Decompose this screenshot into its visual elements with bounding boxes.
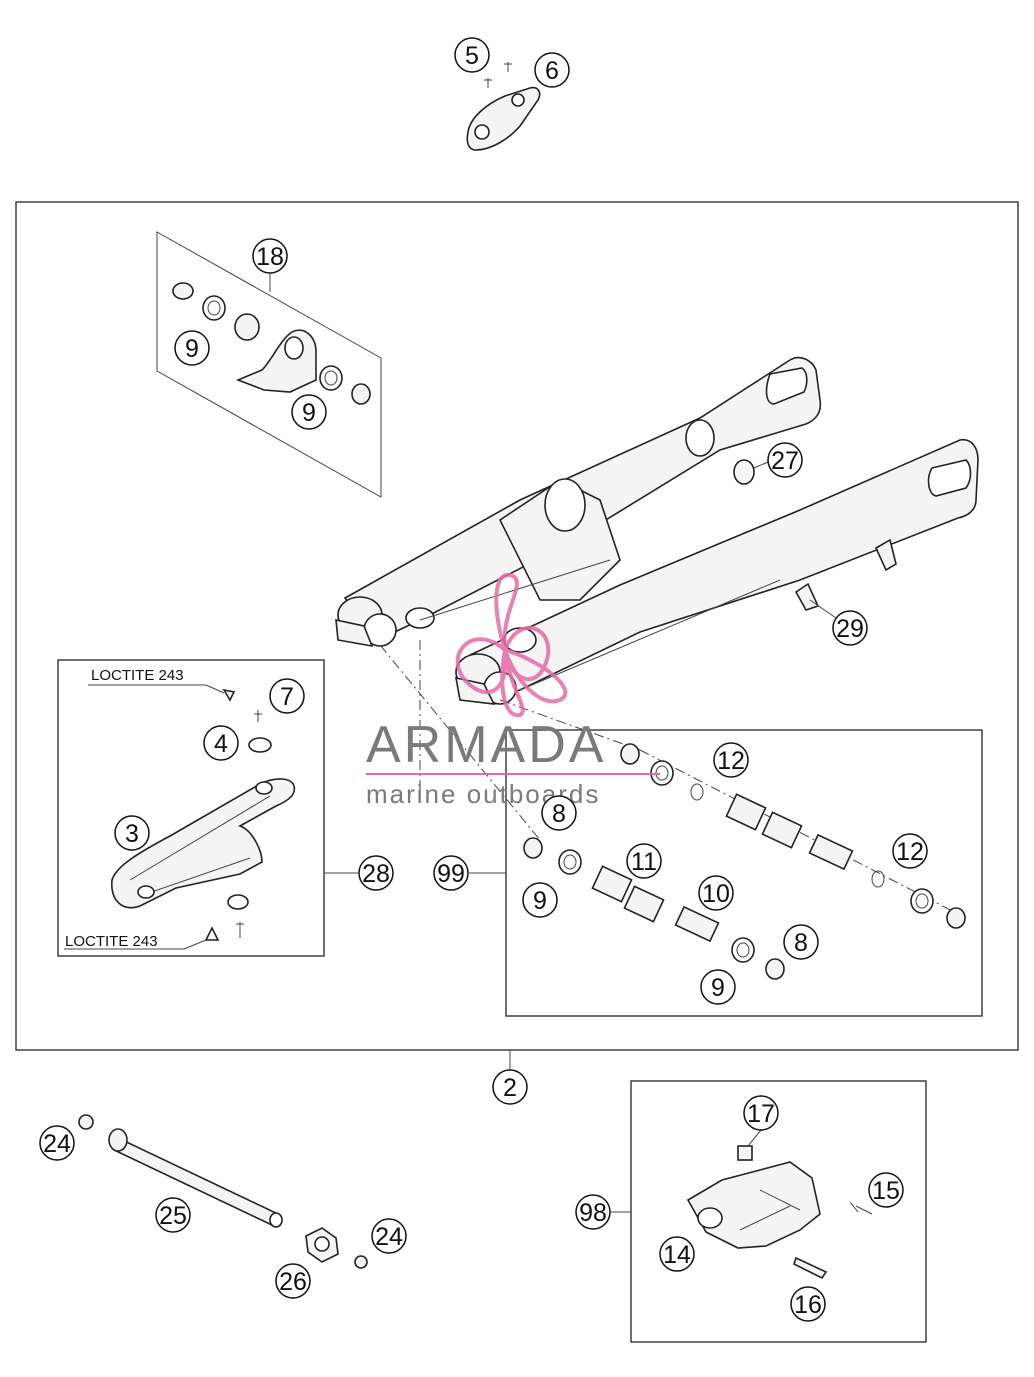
callout-15: 15: [868, 1172, 904, 1208]
callout-label: 24: [375, 1223, 403, 1251]
callout-label: 98: [579, 1199, 607, 1227]
swingarm-assembly-frame: [15, 201, 1019, 1051]
callout-8: 8: [541, 795, 577, 831]
callout-label: 9: [185, 335, 199, 363]
callout-label: 15: [872, 1177, 900, 1205]
callout-17: 17: [743, 1095, 779, 1131]
bearing-kit-parts: [172, 282, 371, 405]
callout-label: 16: [794, 1291, 822, 1319]
callout-label: 14: [663, 1241, 691, 1269]
bearing-kit-box: [156, 231, 382, 498]
callout-8: 8: [783, 924, 819, 960]
callout-label: 99: [437, 860, 465, 888]
callout-11: 11: [626, 843, 662, 879]
armada-logo-icon: [455, 572, 568, 718]
callout-label: 17: [747, 1100, 775, 1128]
callout-label: 10: [702, 880, 730, 908]
bearing-set-parts: [523, 743, 966, 980]
callout-label: 6: [545, 57, 559, 85]
callout-label: 27: [771, 447, 799, 475]
callout-label: 25: [159, 1202, 187, 1230]
callout-29: 29: [832, 610, 868, 646]
callout-label: 8: [794, 929, 808, 957]
callout-26: 26: [275, 1263, 311, 1299]
callout-24: 24: [39, 1125, 75, 1161]
callout-18: 18: [252, 238, 288, 274]
swingarm-body: [335, 356, 979, 705]
armada-watermark: ARMADA marine outboards: [366, 572, 660, 809]
watermark-brand: ARMADA: [366, 716, 606, 774]
callout-9: 9: [291, 394, 327, 430]
callout-label: 4: [214, 730, 228, 758]
callout-label: 29: [836, 615, 864, 643]
callout-6: 6: [534, 52, 570, 88]
callout-label: 28: [362, 860, 390, 888]
callout-14: 14: [659, 1236, 695, 1272]
callout-16: 16: [790, 1286, 826, 1322]
callout-label: 9: [711, 974, 725, 1002]
callout-label: 2: [503, 1074, 517, 1102]
callout-99: 99: [433, 855, 469, 891]
chain-slider-box: [57, 659, 325, 957]
callout-7: 7: [269, 678, 305, 714]
callout-9: 9: [700, 969, 736, 1005]
callout-label: 3: [125, 820, 139, 848]
callout-label: 8: [552, 800, 566, 828]
swingarm-axle-parts: [78, 1114, 368, 1269]
callout-label: 7: [280, 683, 294, 711]
chain-slider-top-part: [466, 62, 541, 151]
chain-slider-parts: [64, 684, 296, 950]
callout-12: 12: [713, 742, 749, 778]
loctite-note-top: LOCTITE 243: [91, 667, 184, 684]
callout-12: 12: [892, 833, 928, 869]
callout-28: 28: [358, 855, 394, 891]
callout-5: 5: [454, 37, 490, 73]
callout-3: 3: [114, 815, 150, 851]
callout-10: 10: [698, 875, 734, 911]
callout-24: 24: [371, 1218, 407, 1254]
callout-4: 4: [203, 725, 239, 761]
chain-guide-parts: [686, 1129, 873, 1280]
callout-25: 25: [155, 1197, 191, 1233]
loctite-note-bottom: LOCTITE 243: [65, 933, 158, 950]
callout-9: 9: [522, 882, 558, 918]
callout-2: 2: [492, 1069, 528, 1105]
callout-98: 98: [575, 1194, 611, 1230]
callout-label: 12: [717, 747, 745, 775]
callout-label: 12: [896, 838, 924, 866]
callout-label: 11: [631, 848, 657, 876]
callout-label: 26: [279, 1268, 307, 1296]
callout-27: 27: [767, 442, 803, 478]
callout-label: 9: [302, 399, 316, 427]
callout-label: 5: [465, 42, 479, 70]
callout-label: 9: [533, 887, 547, 915]
callout-label: 24: [43, 1130, 71, 1158]
callout-label: 18: [256, 243, 284, 271]
callout-9: 9: [174, 330, 210, 366]
